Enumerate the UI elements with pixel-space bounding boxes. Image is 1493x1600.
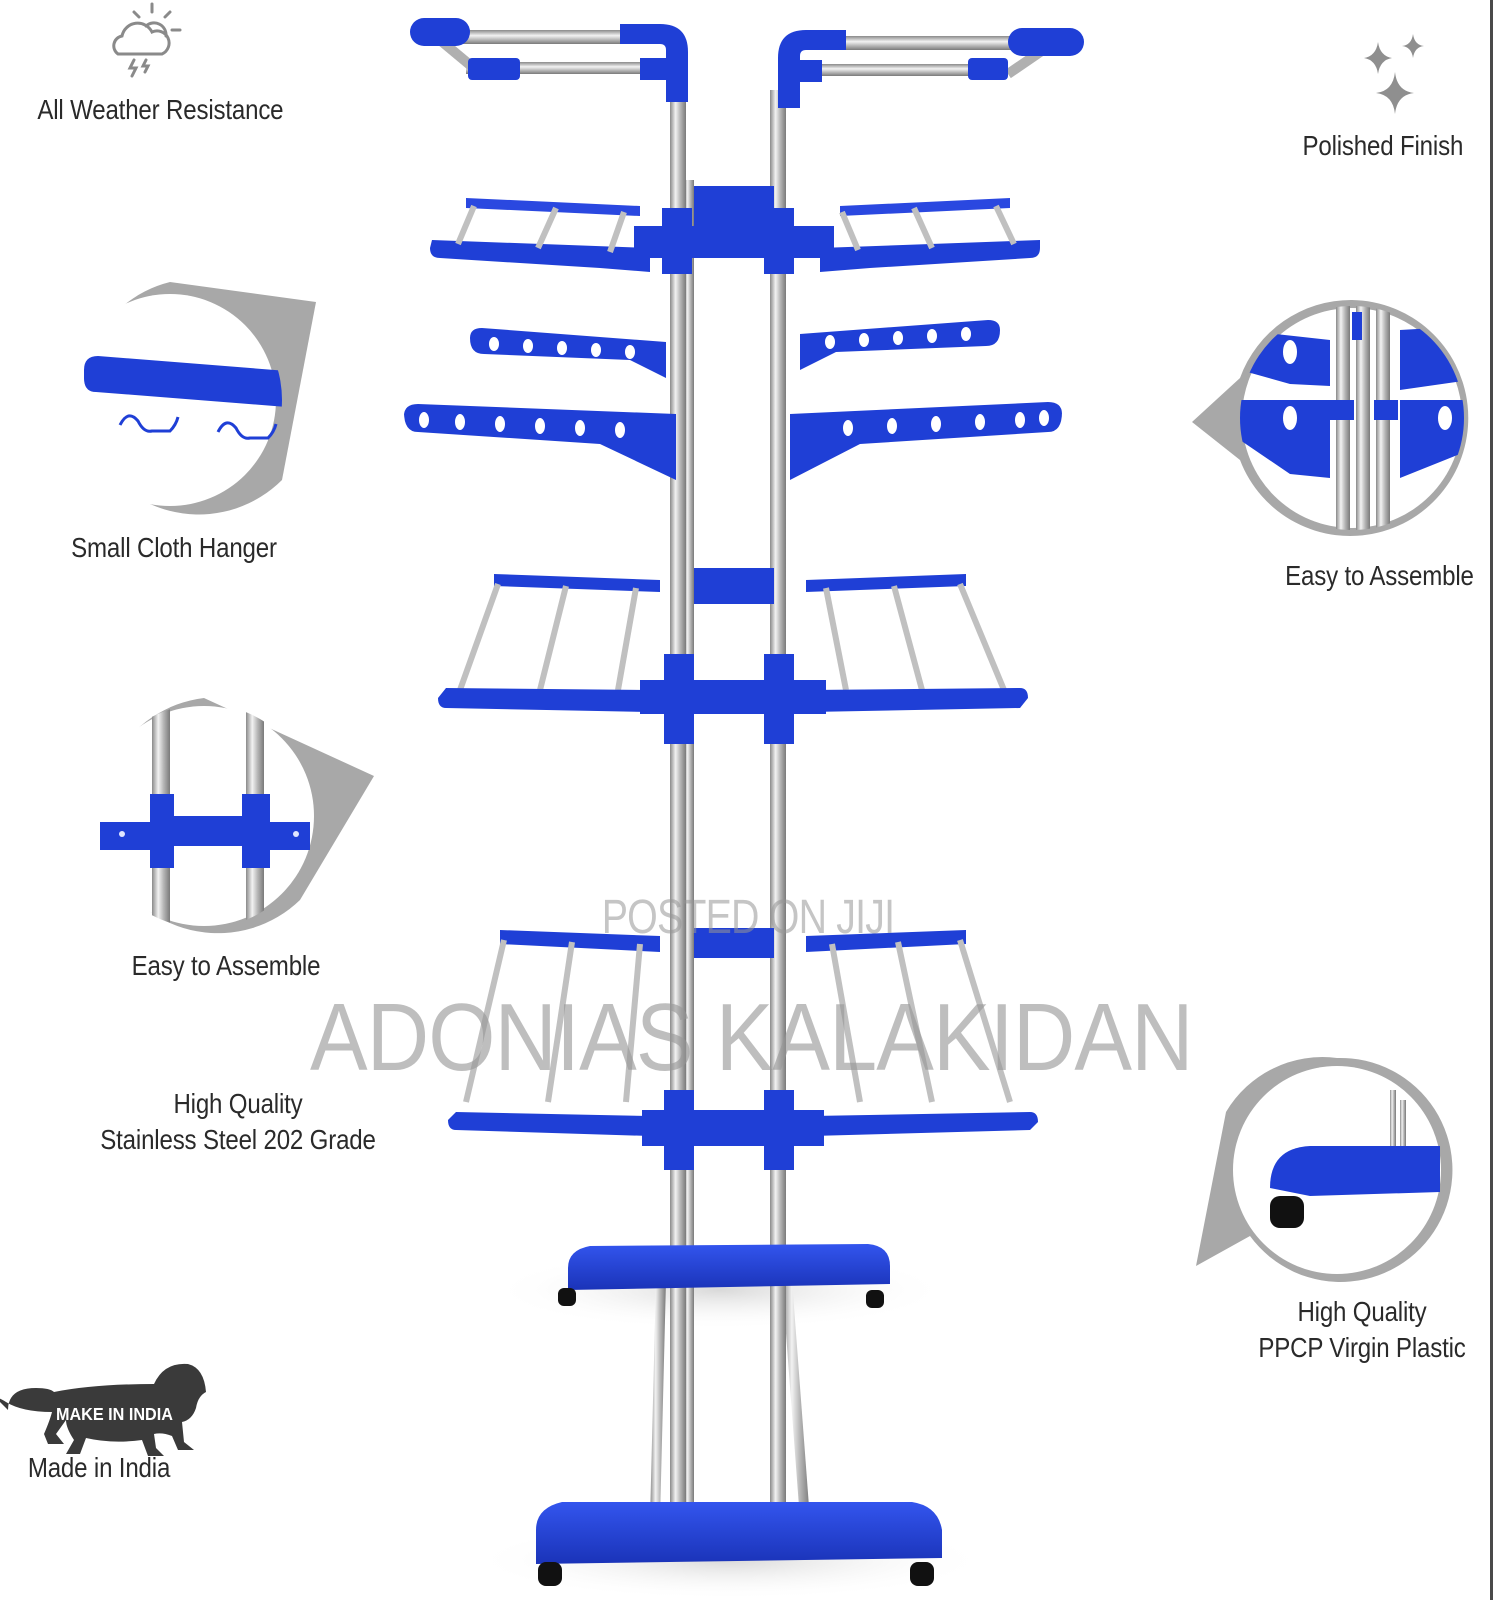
feature-label-hanger: Small Cloth Hanger (71, 532, 277, 563)
joint-closeup-callout (1192, 299, 1469, 536)
hanger-arms (404, 320, 1062, 480)
make-in-india-badge-text: MAKE IN INDIA (56, 1404, 173, 1424)
drying-rack (404, 18, 1084, 1600)
feature-label-assemble-left: Easy to Assemble (131, 950, 321, 981)
cloud-sun-lightning-icon (112, 2, 182, 78)
upper-base (558, 1244, 890, 1308)
crossbar-closeup-callout (94, 698, 374, 934)
tier-2-shelf (438, 568, 1028, 744)
feature-label-weather: All Weather Resistance (37, 94, 284, 125)
feature-label-assemble-right: Easy to Assemble (1285, 560, 1474, 591)
tier-3-shelf (448, 928, 1038, 1170)
wheel-base-closeup-callout (1196, 1057, 1453, 1282)
hanger-closeup-callout (64, 282, 316, 515)
feature-label-steel-line1: High Quality (173, 1088, 303, 1119)
feature-label-plastic-line1: High Quality (1297, 1296, 1427, 1327)
bottom-base (536, 1502, 942, 1586)
image-right-edge (1490, 0, 1493, 1600)
feature-label-polished: Polished Finish (1302, 130, 1464, 161)
feature-label-plastic-line2: PPCP Virgin Plastic (1258, 1332, 1466, 1363)
watermark-seller-name: ADONIAS KALAKIDAN (310, 984, 1193, 1091)
tier-1-shelf (430, 186, 1040, 274)
sparkles-icon (1364, 34, 1424, 114)
lion-icon: MAKE IN INDIA (0, 1363, 206, 1456)
feature-label-made-in-india: Made in India (27, 1452, 171, 1483)
watermark-posted-on-jiji: POSTED ON JIJI (601, 891, 895, 944)
feature-label-steel-line2: Stainless Steel 202 Grade (100, 1124, 376, 1155)
